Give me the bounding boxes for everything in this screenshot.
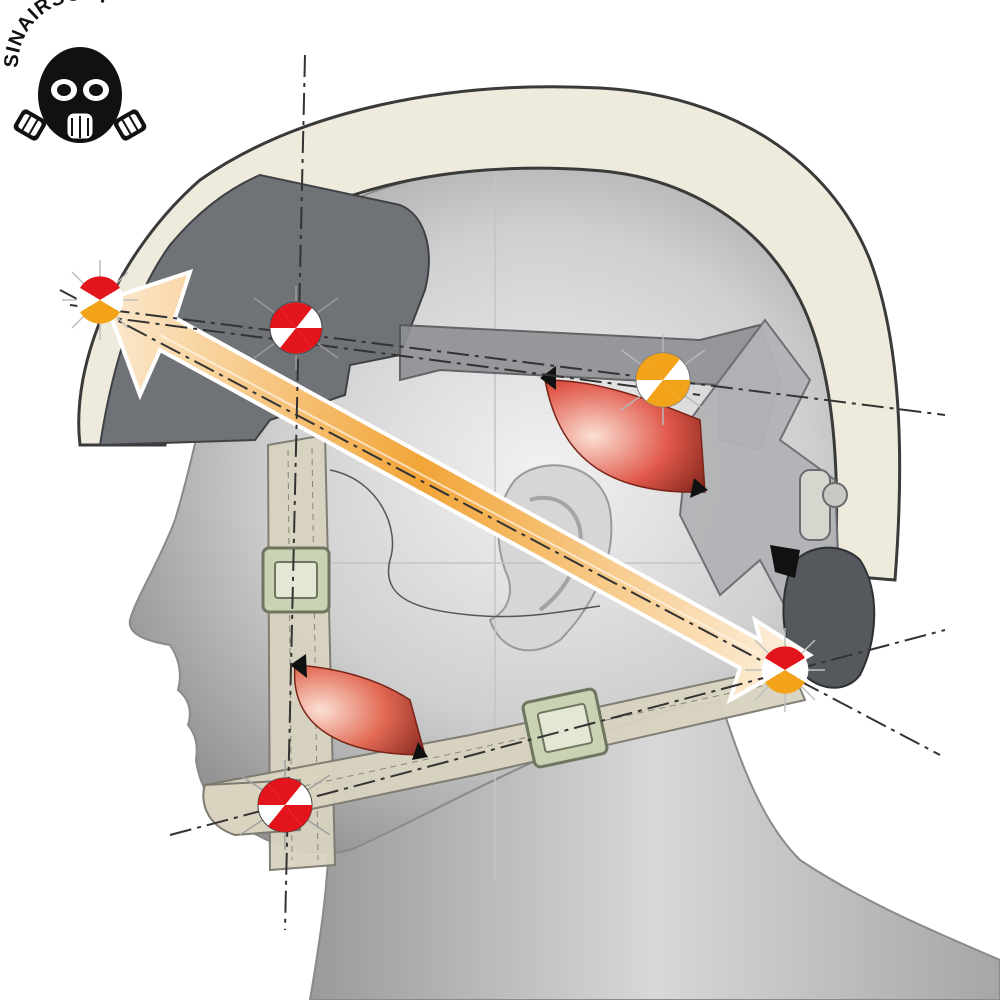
marker-nape (745, 628, 825, 712)
axis-brow-horizontal (69, 304, 946, 416)
marker-rear-crown (620, 335, 706, 425)
gas-mask-skull-icon (13, 42, 147, 143)
front-strap-buckle (261, 546, 331, 614)
chin-wedge-arrow-top (290, 654, 307, 678)
rear-wedge-arrow-bottom (690, 478, 708, 498)
marker-chin (239, 760, 331, 850)
axis-brow-to-nape (89, 314, 701, 396)
marker-front-pad (253, 286, 339, 370)
rear-wedge-arrow-top (540, 366, 556, 390)
side-contour-line (329, 469, 601, 618)
chin-wedge-arrow-bottom (412, 742, 428, 760)
rear-strap-buckle (521, 687, 609, 769)
marker-front-brow (62, 260, 138, 340)
rear-rotation-wedge (544, 379, 706, 493)
